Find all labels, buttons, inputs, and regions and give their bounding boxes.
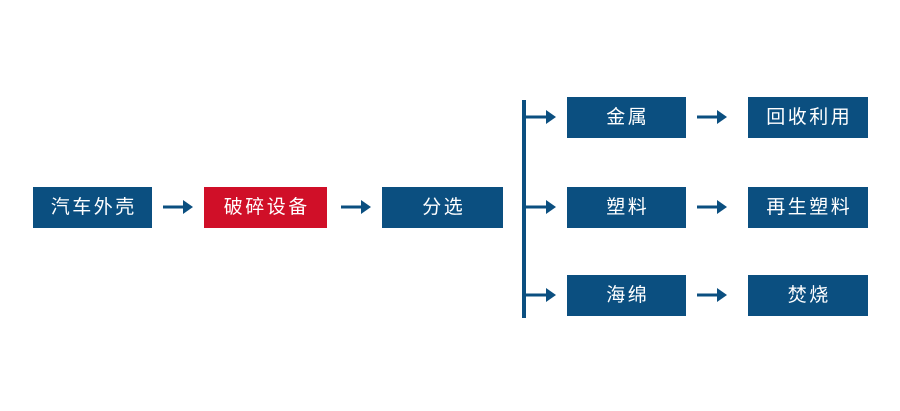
node-auto-shell[interactable]: 汽车外壳	[33, 187, 152, 228]
node-shredding-equipment[interactable]: 破碎设备	[204, 187, 327, 228]
branch-arrow-icon-metal	[524, 106, 556, 128]
node-destination-regenerated-plastic[interactable]: 再生塑料	[748, 187, 868, 228]
split-connector	[522, 100, 526, 318]
right-arrow-icon	[163, 196, 193, 218]
node-category-sponge[interactable]: 海绵	[567, 275, 686, 316]
right-arrow-icon	[341, 196, 371, 218]
node-destination-recycle[interactable]: 回收利用	[748, 97, 868, 138]
node-category-metal[interactable]: 金属	[567, 97, 686, 138]
branch-arrow-icon-sponge	[524, 284, 556, 306]
right-arrow-icon	[697, 284, 727, 306]
node-category-plastic[interactable]: 塑料	[567, 187, 686, 228]
right-arrow-icon	[697, 196, 727, 218]
right-arrow-icon	[697, 106, 727, 128]
branch-arrow-icon-plastic	[524, 196, 556, 218]
node-sorting[interactable]: 分选	[382, 187, 503, 228]
node-destination-incineration[interactable]: 焚烧	[748, 275, 868, 316]
